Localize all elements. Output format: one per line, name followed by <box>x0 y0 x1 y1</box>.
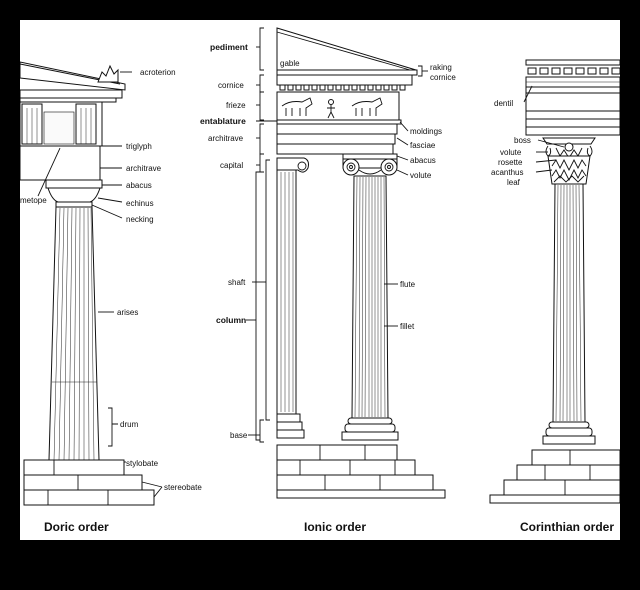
label-column: column <box>216 315 246 325</box>
label-ionic-abacus: abacus <box>410 156 436 165</box>
label-shaft: shaft <box>228 278 246 287</box>
label-entablature: entablature <box>200 116 246 126</box>
stylobate <box>23 459 125 476</box>
corinthian-frieze <box>525 92 620 112</box>
label-acanthus-line2: leaf <box>507 178 521 187</box>
diagram-frame: acroterion triglyph architrave abacus me… <box>20 20 620 540</box>
stereobate-step <box>23 474 143 491</box>
corinthian-base <box>542 421 596 445</box>
label-boss: boss <box>514 136 531 145</box>
ionic-stereobate-step <box>276 459 416 476</box>
ionic-architrave-fascia <box>276 123 398 135</box>
title-ionic: Ionic order <box>304 520 366 534</box>
classical-orders-diagram: acroterion triglyph architrave abacus me… <box>20 27 620 534</box>
title-doric: Doric order <box>44 520 109 534</box>
label-stylobate: stylobate <box>126 459 159 468</box>
doric-flutes <box>53 207 95 461</box>
label-fasciae: fasciae <box>410 141 436 150</box>
doric-abacus <box>45 179 103 189</box>
label-capital: capital <box>220 161 243 170</box>
triglyph <box>75 103 97 145</box>
label-metope: metope <box>20 196 47 205</box>
label-cornice: cornice <box>218 81 244 90</box>
ionic-flutes <box>354 176 386 418</box>
label-raking-line1: raking <box>430 63 452 72</box>
label-dentil: dentil <box>494 99 513 108</box>
label-stereobate: stereobate <box>164 483 202 492</box>
label-rosette: rosette <box>498 158 523 167</box>
ionic-right-leaders <box>384 65 428 327</box>
doric-cornice <box>20 89 123 99</box>
label-frieze: frieze <box>226 101 246 110</box>
ionic-left-brackets <box>246 27 277 443</box>
title-corinthian: Corinthian order <box>520 520 614 534</box>
label-triglyph: triglyph <box>126 142 152 151</box>
label-acanthus-line1: acanthus <box>491 168 523 177</box>
ionic-shaft <box>351 175 389 419</box>
ionic-capital-left <box>276 157 309 173</box>
doric-architrave <box>20 145 101 181</box>
label-ionic-architrave: architrave <box>208 134 244 143</box>
doric-necking <box>55 201 93 208</box>
label-arises: arises <box>117 308 138 317</box>
triglyph <box>21 103 43 145</box>
ionic-stylobate <box>276 444 398 461</box>
label-base: base <box>230 431 248 440</box>
corinthian-stereobate-step <box>516 464 620 481</box>
corinthian-column: dentil boss volute rosette acanthus leaf… <box>489 59 620 534</box>
ionic-dentils <box>279 84 406 91</box>
label-abacus: abacus <box>126 181 152 190</box>
volute-right <box>380 158 398 176</box>
doric-echinus <box>47 187 101 203</box>
label-drum: drum <box>120 420 139 429</box>
label-fillet: fillet <box>400 322 415 331</box>
acroterion-ornament <box>97 64 119 83</box>
label-moldings: moldings <box>410 127 442 136</box>
label-architrave: architrave <box>126 164 162 173</box>
frieze-horse-figure <box>351 97 383 116</box>
label-volute: volute <box>410 171 432 180</box>
ionic-cornice <box>276 74 413 86</box>
ionic-architrave-fascia <box>276 143 394 155</box>
frieze-horse-figure <box>281 97 313 116</box>
ionic-capital <box>342 153 398 176</box>
label-acroterion: acroterion <box>140 68 176 77</box>
label-raking-line2: cornice <box>430 73 456 82</box>
ionic-moldings <box>276 119 402 125</box>
boss <box>564 142 574 152</box>
doric-column: acroterion triglyph architrave abacus me… <box>20 61 202 534</box>
metope-panel <box>43 111 75 145</box>
corinthian-stylobate <box>531 449 620 466</box>
corinthian-capital <box>542 137 596 185</box>
corinthian-stereobate-step <box>503 479 620 496</box>
volute-left <box>342 158 360 176</box>
ionic-frieze <box>276 91 400 121</box>
label-gable: gable <box>280 59 300 68</box>
corinthian-cornice <box>525 59 620 66</box>
raking-cornice <box>276 69 418 76</box>
ionic-base <box>341 417 399 441</box>
label-necking: necking <box>126 215 154 224</box>
label-corinthian-volute: volute <box>500 148 522 157</box>
ionic-stereobate-step <box>276 474 434 491</box>
corinthian-dentils <box>527 67 620 75</box>
label-pediment: pediment <box>210 42 248 52</box>
stereobate-step <box>23 489 155 506</box>
label-flute: flute <box>400 280 416 289</box>
label-echinus: echinus <box>126 199 154 208</box>
ionic-architrave-fascia <box>276 133 396 145</box>
ionic-column: pediment cornice frieze entablature arch… <box>200 27 456 534</box>
corinthian-flutes <box>555 184 582 422</box>
frieze-rider-figure <box>327 99 335 119</box>
